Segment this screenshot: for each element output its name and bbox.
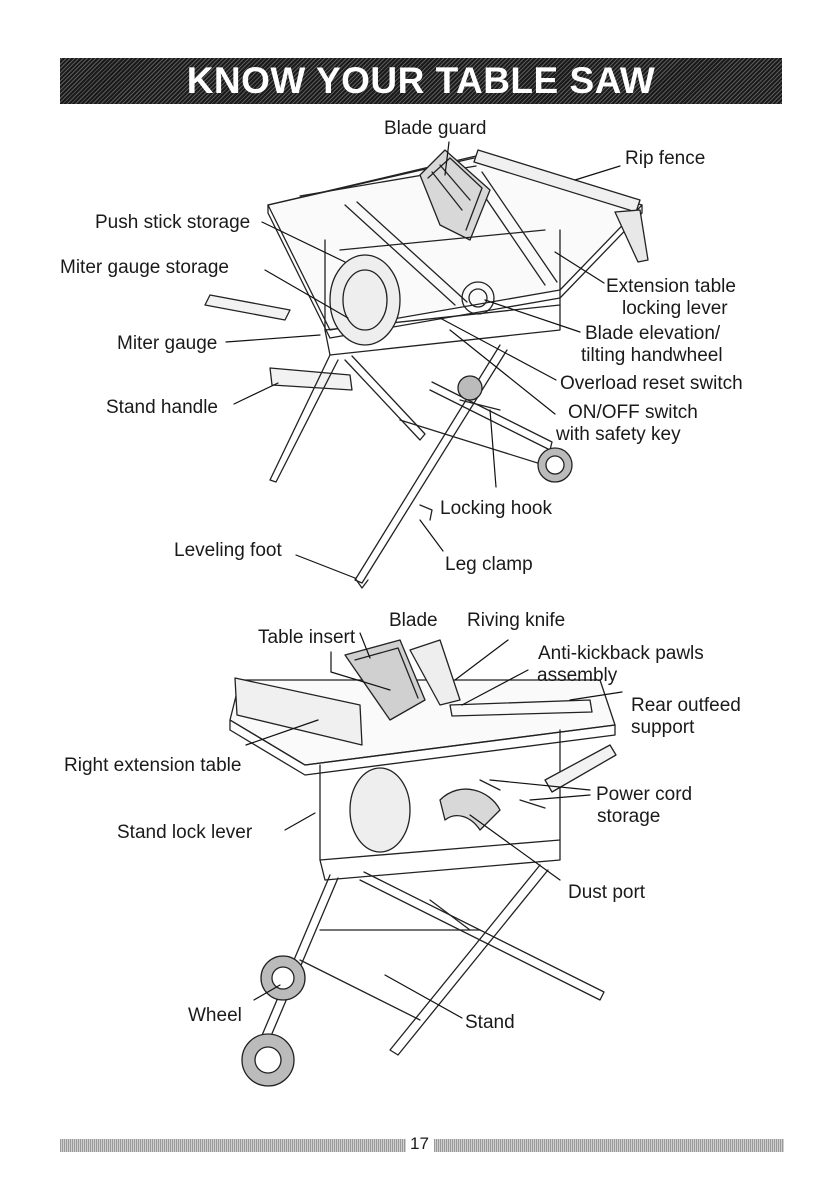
label-miter-gauge: Miter gauge — [117, 333, 218, 354]
label-rip-fence: Rip fence — [625, 148, 706, 169]
footer-bar-right — [434, 1139, 784, 1152]
label-power-cord-2: storage — [597, 806, 661, 827]
label-blade-guard: Blade guard — [384, 118, 487, 139]
label-stand: Stand — [465, 1012, 515, 1033]
label-blade-elevation-1: Blade elevation/ — [585, 323, 721, 344]
title-banner: KNOW YOUR TABLE SAW — [60, 58, 782, 104]
label-push-stick-storage: Push stick storage — [95, 212, 251, 233]
label-leg-clamp: Leg clamp — [445, 554, 533, 575]
page-number: 17 — [410, 1134, 429, 1153]
label-stand-handle: Stand handle — [106, 397, 218, 418]
label-stand-lock-lever: Stand lock lever — [117, 822, 253, 843]
label-on-off-switch-1: ON/OFF switch — [568, 402, 698, 423]
label-riving-knife: Riving knife — [467, 610, 566, 631]
page-title: KNOW YOUR TABLE SAW — [186, 60, 656, 101]
label-rear-outfeed-1: Rear outfeed — [631, 695, 741, 716]
label-on-off-switch-2: with safety key — [556, 424, 681, 445]
label-extension-table-locking-lever-1: Extension table — [606, 276, 736, 297]
footer-bar-left — [60, 1139, 406, 1152]
label-blade: Blade — [389, 610, 438, 631]
leader-lines — [225, 141, 623, 1019]
label-anti-kickback-1: Anti-kickback pawls — [538, 643, 704, 664]
top-saw-drawing — [204, 149, 649, 589]
bottom-saw-drawing — [229, 639, 617, 1087]
label-wheel: Wheel — [188, 1005, 242, 1026]
label-power-cord-1: Power cord — [596, 784, 693, 805]
label-miter-gauge-storage: Miter gauge storage — [60, 257, 229, 278]
label-anti-kickback-2: assembly — [537, 665, 618, 686]
label-locking-hook: Locking hook — [440, 498, 552, 519]
label-rear-outfeed-2: support — [631, 717, 695, 738]
label-extension-table-locking-lever-2: locking lever — [622, 298, 728, 319]
label-right-extension-table: Right extension table — [64, 755, 242, 776]
label-overload-reset-switch: Overload reset switch — [560, 373, 743, 394]
label-blade-elevation-2: tilting handwheel — [581, 345, 723, 366]
label-dust-port: Dust port — [568, 882, 646, 903]
label-leveling-foot: Leveling foot — [174, 540, 282, 561]
label-table-insert: Table insert — [258, 627, 356, 648]
